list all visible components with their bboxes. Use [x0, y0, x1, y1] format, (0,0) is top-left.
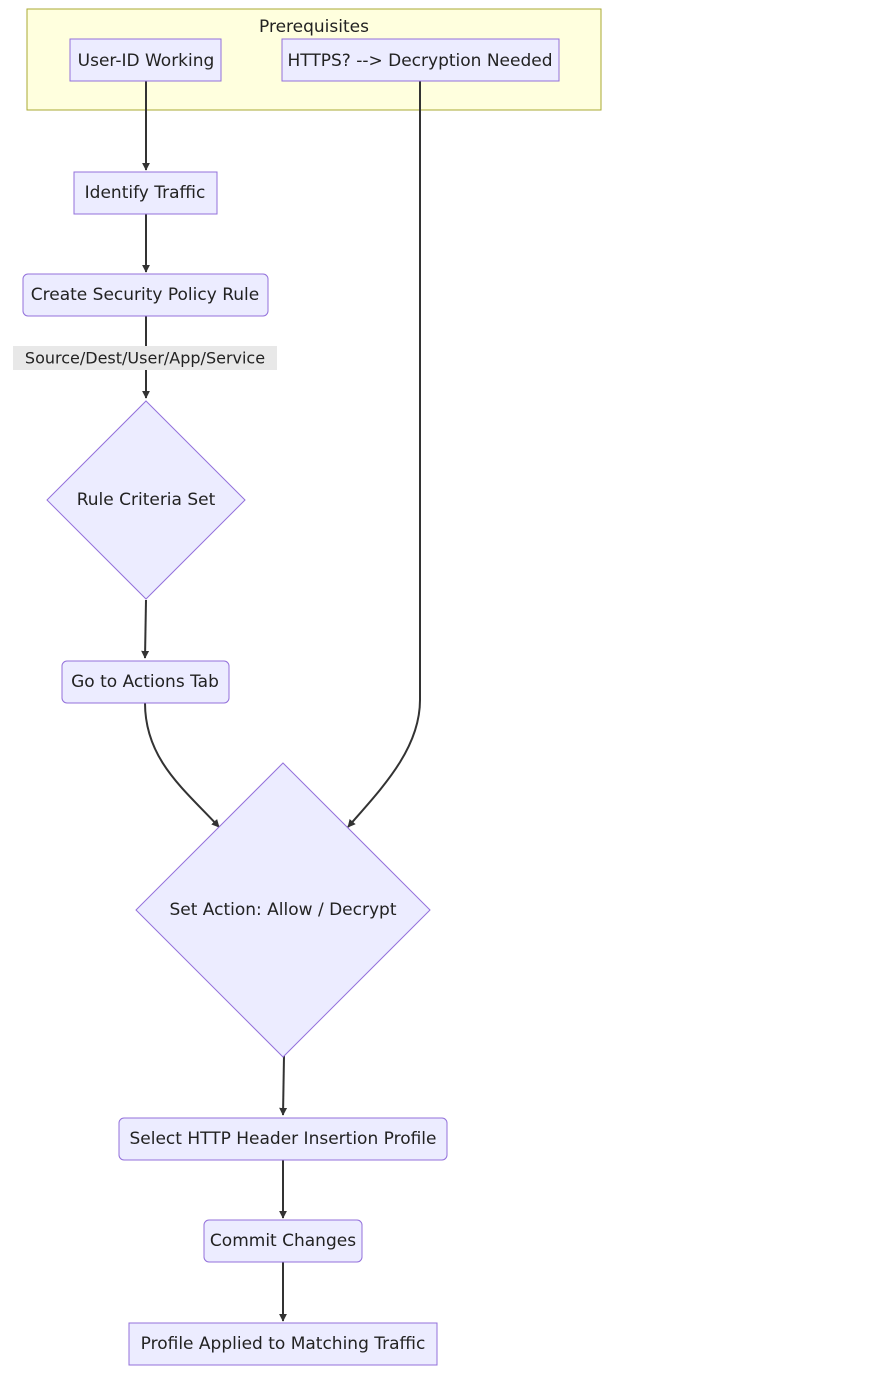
node-select-http-header-insertion-profile: Select HTTP Header Insertion Profile	[118, 1117, 448, 1161]
edge-criteria-to-actions-tab	[141, 599, 150, 659]
node-label: Select HTTP Header Insertion Profile	[130, 1129, 437, 1149]
node-label: Profile Applied to Matching Traffic	[141, 1334, 426, 1354]
node-rule-criteria-set: Rule Criteria Set	[46, 400, 246, 600]
node-profile-applied: Profile Applied to Matching Traffic	[128, 1322, 438, 1366]
node-label: Create Security Policy Rule	[31, 285, 259, 305]
node-set-action: Set Action: Allow / Decrypt	[135, 762, 431, 1058]
node-user-id-working: User-ID Working	[69, 38, 222, 82]
node-commit-changes: Commit Changes	[203, 1219, 363, 1263]
edge-actions-tab-to-set-action	[144, 702, 220, 828]
node-create-security-policy-rule: Create Security Policy Rule	[22, 273, 269, 317]
node-label: User-ID Working	[78, 51, 215, 71]
prerequisites-group-title: Prerequisites	[259, 17, 369, 37]
node-go-to-actions-tab: Go to Actions Tab	[61, 660, 230, 704]
node-https-decryption: HTTPS? --> Decryption Needed	[281, 38, 560, 82]
edge-https-to-set-action	[347, 81, 421, 828]
edge-set-action-to-select-profile	[279, 1055, 288, 1116]
node-label: HTTPS? --> Decryption Needed	[287, 51, 552, 71]
node-label: Go to Actions Tab	[71, 672, 219, 692]
edge-label-rule-criteria: Source/Dest/User/App/Service	[13, 346, 277, 370]
node-label: Commit Changes	[210, 1231, 356, 1251]
node-identify-traffic: Identify Traffic	[73, 171, 218, 215]
node-label: Identify Traffic	[85, 183, 206, 203]
edge-label-text: Source/Dest/User/App/Service	[25, 349, 265, 368]
node-label: Rule Criteria Set	[77, 490, 216, 510]
node-label: Set Action: Allow / Decrypt	[169, 900, 396, 920]
